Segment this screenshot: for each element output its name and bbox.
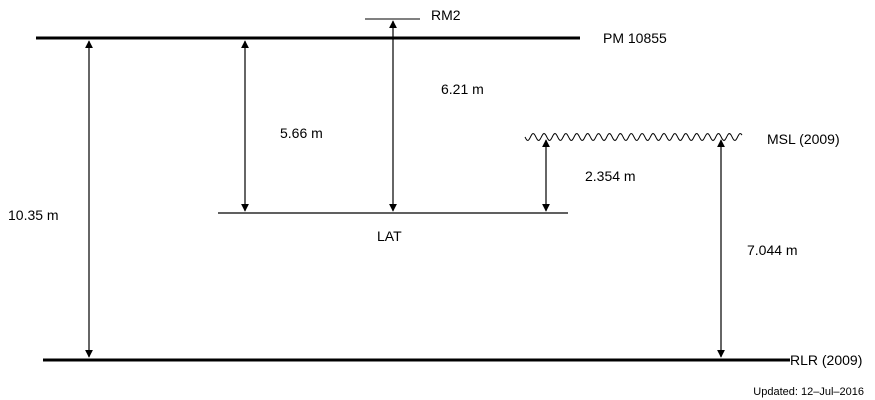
measure-pm-to-rlr-label: 10.35 m [8,207,59,223]
lat-label: LAT [377,228,402,244]
measure-pm-to-lat-label: 5.66 m [280,125,323,141]
pm-label: PM 10855 [603,30,667,46]
rlr-label: RLR (2009) [790,352,862,368]
measure-msl-to-lat-label: 2.354 m [585,168,636,184]
rm2-label: RM2 [431,7,461,23]
msl-label: MSL (2009) [767,131,840,147]
updated-note: Updated: 12–Jul–2016 [753,386,864,398]
msl-level-wave [524,132,743,142]
measure-msl-to-rlr-label: 7.044 m [747,242,798,258]
measure-rm2-to-lat-label: 6.21 m [441,81,484,97]
